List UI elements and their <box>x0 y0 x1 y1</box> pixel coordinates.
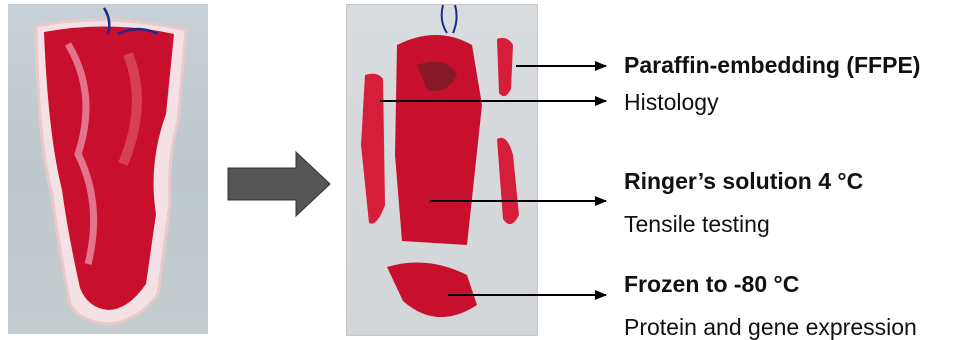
whole-tissue-photo <box>8 4 208 334</box>
label-ffpe: Paraffin-embedding (FFPE) <box>624 54 920 77</box>
label-histology: Histology <box>624 91 719 114</box>
tissue-strip-left <box>361 74 385 224</box>
tissue-strip-top-right <box>497 38 513 96</box>
label-frozen: Frozen to -80 °C <box>624 273 799 296</box>
label-protein: Protein and gene expression <box>624 316 917 339</box>
whole-tissue-drawing <box>8 4 208 334</box>
tissue-strip-right <box>497 138 519 224</box>
tissue-piece-bottom <box>387 263 477 318</box>
divided-tissue-drawing <box>347 5 539 337</box>
divided-tissue-photo <box>346 4 538 336</box>
label-tensile: Tensile testing <box>624 213 770 236</box>
label-ringer: Ringer’s solution 4 °C <box>624 170 863 193</box>
process-arrow <box>228 152 330 216</box>
suture-thread <box>442 5 457 33</box>
